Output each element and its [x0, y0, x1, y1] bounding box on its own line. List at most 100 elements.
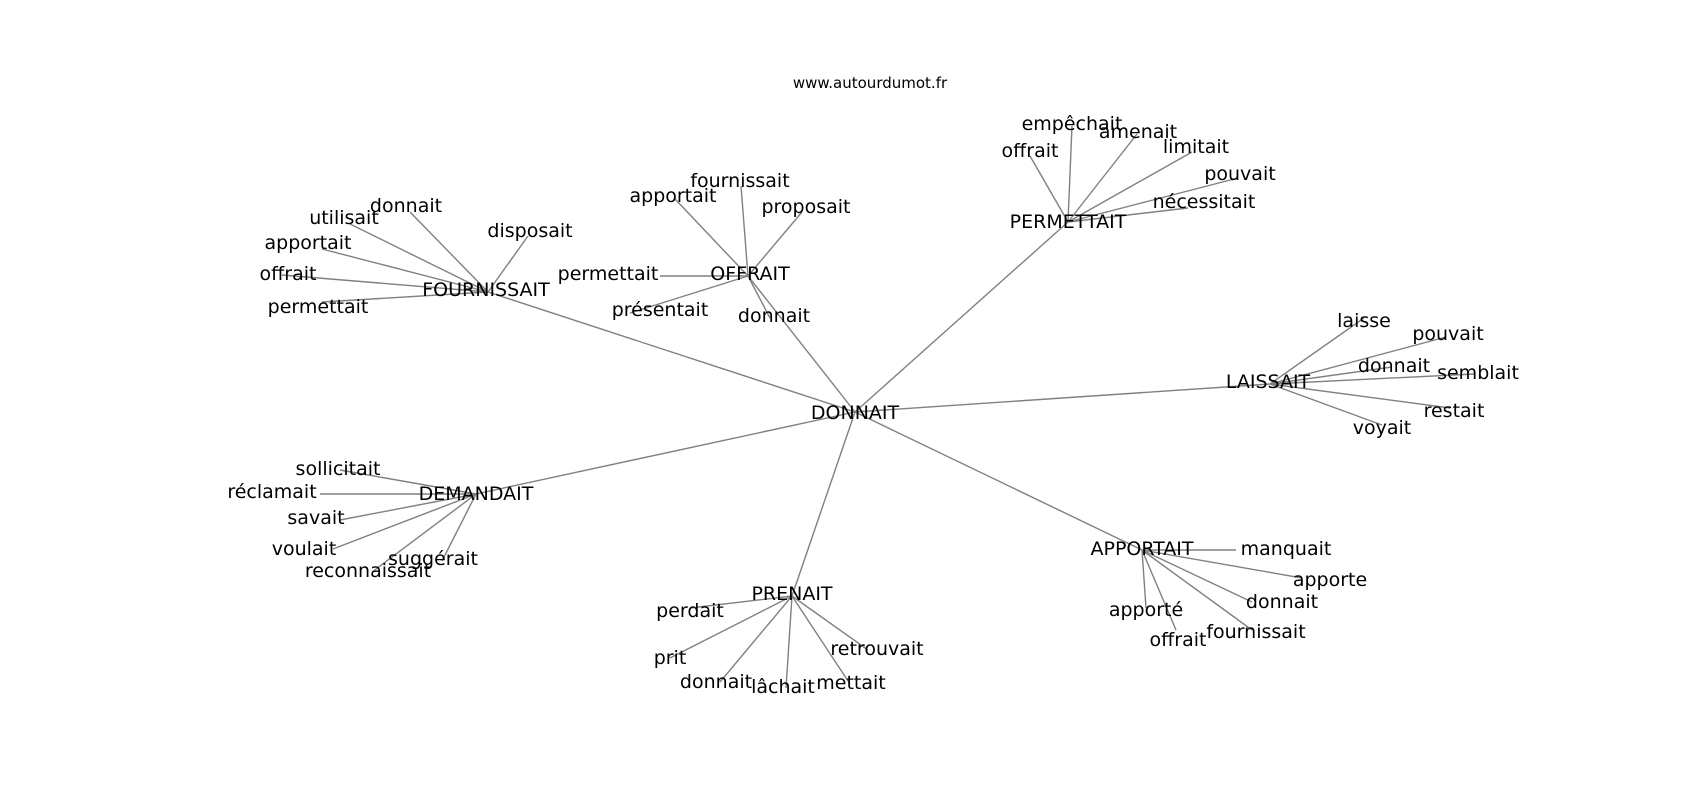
node-leaf-demandait-1[interactable]: réclamait [227, 481, 316, 503]
edge-demandait-to-leaf-3 [332, 493, 477, 550]
edge-laissait-to-leaf-4 [1269, 383, 1451, 409]
edge-prenait-to-leaf-1 [669, 595, 793, 659]
node-hub-apportait[interactable]: APPORTAIT [1090, 538, 1193, 560]
node-leaf-offrait-0[interactable]: fournissait [690, 170, 789, 192]
node-leaf-demandait-0[interactable]: sollicitait [296, 458, 381, 480]
node-leaf-offrait-4[interactable]: présentait [612, 299, 709, 321]
edge-prenait-to-leaf-3 [785, 595, 793, 689]
edge-prenait-to-leaf-5 [791, 595, 869, 651]
node-leaf-laissait-0[interactable]: laisse [1337, 310, 1391, 332]
edge-offrait-to-leaf-1 [674, 198, 749, 277]
node-leaf-apportait-1[interactable]: apporte [1293, 569, 1367, 591]
edge-offrait-to-leaf-4 [629, 275, 749, 314]
node-leaf-offrait-1[interactable]: apportait [629, 185, 716, 207]
node-leaf-permettait-4[interactable]: pouvait [1204, 163, 1275, 185]
node-leaf-prenait-3[interactable]: lâchait [751, 676, 815, 698]
edge-apportait-to-leaf-3 [1141, 549, 1253, 631]
edge-permettait-to-leaf-5 [1067, 207, 1189, 223]
edge-permettait-to-leaf-1 [1067, 133, 1138, 223]
node-hub-prenait[interactable]: PRENAIT [751, 583, 832, 605]
node-leaf-offrait-2[interactable]: proposait [761, 196, 850, 218]
node-leaf-prenait-1[interactable]: prit [654, 647, 687, 669]
edge-demandait-to-leaf-4 [371, 493, 477, 573]
edge-laissait-to-leaf-2 [1269, 366, 1393, 385]
edge-prenait-to-leaf-4 [791, 595, 851, 685]
edge-apportait-to-leaf-5 [1141, 549, 1147, 609]
node-leaf-prenait-2[interactable]: donnait [680, 671, 752, 693]
node-leaf-apportait-3[interactable]: fournissait [1206, 621, 1305, 643]
node-hub-permettait[interactable]: PERMETTAIT [1010, 211, 1127, 233]
edge-apportait-to-leaf-4 [1141, 549, 1177, 631]
node-leaf-fournissait-1[interactable]: disposait [487, 220, 572, 242]
edge-permettait-to-leaf-2 [1029, 155, 1069, 223]
node-leaf-apportait-5[interactable]: apporté [1109, 599, 1183, 621]
node-leaf-permettait-2[interactable]: offrait [1002, 140, 1059, 162]
node-leaf-fournissait-2[interactable]: utilisait [309, 207, 379, 229]
edge-fournissait-to-leaf-0 [409, 211, 489, 293]
node-leaf-demandait-2[interactable]: savait [287, 507, 344, 529]
edge-center-to-permettait [854, 221, 1069, 413]
node-leaf-permettait-5[interactable]: nécessitait [1153, 191, 1256, 213]
edge-center-to-prenait [791, 411, 856, 597]
edge-center-to-apportait [854, 411, 1143, 551]
graph-labels: DONNAIT FOURNISSAIT donnait disposait utilis… [227, 113, 1519, 698]
edge-fournissait-to-leaf-1 [487, 235, 529, 293]
node-leaf-apportait-4[interactable]: offrait [1150, 629, 1207, 651]
edge-center-to-laissait [854, 383, 1271, 413]
node-leaf-apportait-0[interactable]: manquait [1241, 538, 1332, 560]
edge-permettait-to-leaf-3 [1067, 151, 1193, 223]
edge-fournissait-to-leaf-5 [321, 291, 489, 303]
node-leaf-fournissait-0[interactable]: donnait [370, 195, 442, 217]
edge-permettait-to-leaf-0 [1067, 125, 1073, 223]
edge-permettait-to-leaf-4 [1067, 177, 1239, 223]
node-leaf-laissait-5[interactable]: voyait [1353, 417, 1411, 439]
edge-center-to-demandait [475, 411, 856, 495]
edge-demandait-to-leaf-0 [339, 469, 477, 495]
edge-demandait-to-leaf-5 [441, 493, 477, 562]
node-hub-fournissait[interactable]: FOURNISSAIT [422, 279, 550, 301]
edge-fournissait-to-leaf-3 [321, 248, 489, 293]
node-leaf-offrait-5[interactable]: donnait [738, 305, 810, 327]
edge-offrait-to-leaf-5 [747, 275, 771, 319]
site-credit: www.autourdumot.fr [793, 74, 948, 92]
node-leaf-demandait-3[interactable]: voulait [272, 538, 337, 560]
edge-offrait-to-leaf-0 [740, 185, 749, 277]
node-leaf-laissait-3[interactable]: semblait [1437, 362, 1519, 384]
node-leaf-offrait-3[interactable]: permettait [558, 263, 659, 285]
node-leaf-laissait-4[interactable]: restait [1424, 400, 1485, 422]
edge-apportait-to-leaf-1 [1141, 549, 1303, 579]
node-leaf-demandait-5[interactable]: suggérait [388, 548, 478, 570]
edge-laissait-to-leaf-5 [1269, 383, 1383, 426]
node-leaf-laissait-2[interactable]: donnait [1358, 355, 1430, 377]
node-leaf-fournissait-5[interactable]: permettait [268, 296, 369, 318]
graph-edges [281, 125, 1475, 689]
edge-center-to-fournissait [487, 291, 856, 413]
node-hub-laissait[interactable]: LAISSAIT [1226, 371, 1311, 393]
edge-apportait-to-leaf-2 [1141, 549, 1253, 603]
node-leaf-demandait-4[interactable]: reconnaissait [305, 560, 431, 582]
edge-fournissait-to-leaf-4 [281, 274, 489, 293]
edge-prenait-to-leaf-2 [719, 595, 793, 683]
edge-laissait-to-leaf-0 [1269, 317, 1365, 385]
node-leaf-apportait-2[interactable]: donnait [1246, 591, 1318, 613]
edge-offrait-to-leaf-2 [747, 211, 803, 277]
node-leaf-permettait-1[interactable]: amenait [1099, 121, 1177, 143]
node-leaf-fournissait-3[interactable]: apportait [264, 232, 351, 254]
node-leaf-prenait-4[interactable]: mettait [816, 672, 885, 694]
node-leaf-prenait-0[interactable]: perdait [656, 600, 724, 622]
edge-demandait-to-leaf-2 [339, 493, 477, 521]
node-center[interactable]: DONNAIT [811, 402, 900, 424]
edge-fournissait-to-leaf-2 [349, 223, 489, 293]
node-leaf-permettait-3[interactable]: limitait [1163, 136, 1229, 158]
node-leaf-prenait-5[interactable]: retrouvait [830, 638, 923, 660]
edge-laissait-to-leaf-3 [1269, 373, 1475, 385]
node-leaf-fournissait-4[interactable]: offrait [260, 263, 317, 285]
node-leaf-permettait-0[interactable]: empêchait [1022, 113, 1123, 135]
node-hub-offrait[interactable]: OFFRAIT [710, 263, 790, 285]
edge-center-to-offrait [747, 275, 856, 413]
edge-laissait-to-leaf-1 [1269, 336, 1447, 385]
edge-prenait-to-leaf-0 [689, 595, 793, 609]
node-hub-demandait[interactable]: DEMANDAIT [419, 483, 534, 505]
node-leaf-laissait-1[interactable]: pouvait [1412, 323, 1483, 345]
